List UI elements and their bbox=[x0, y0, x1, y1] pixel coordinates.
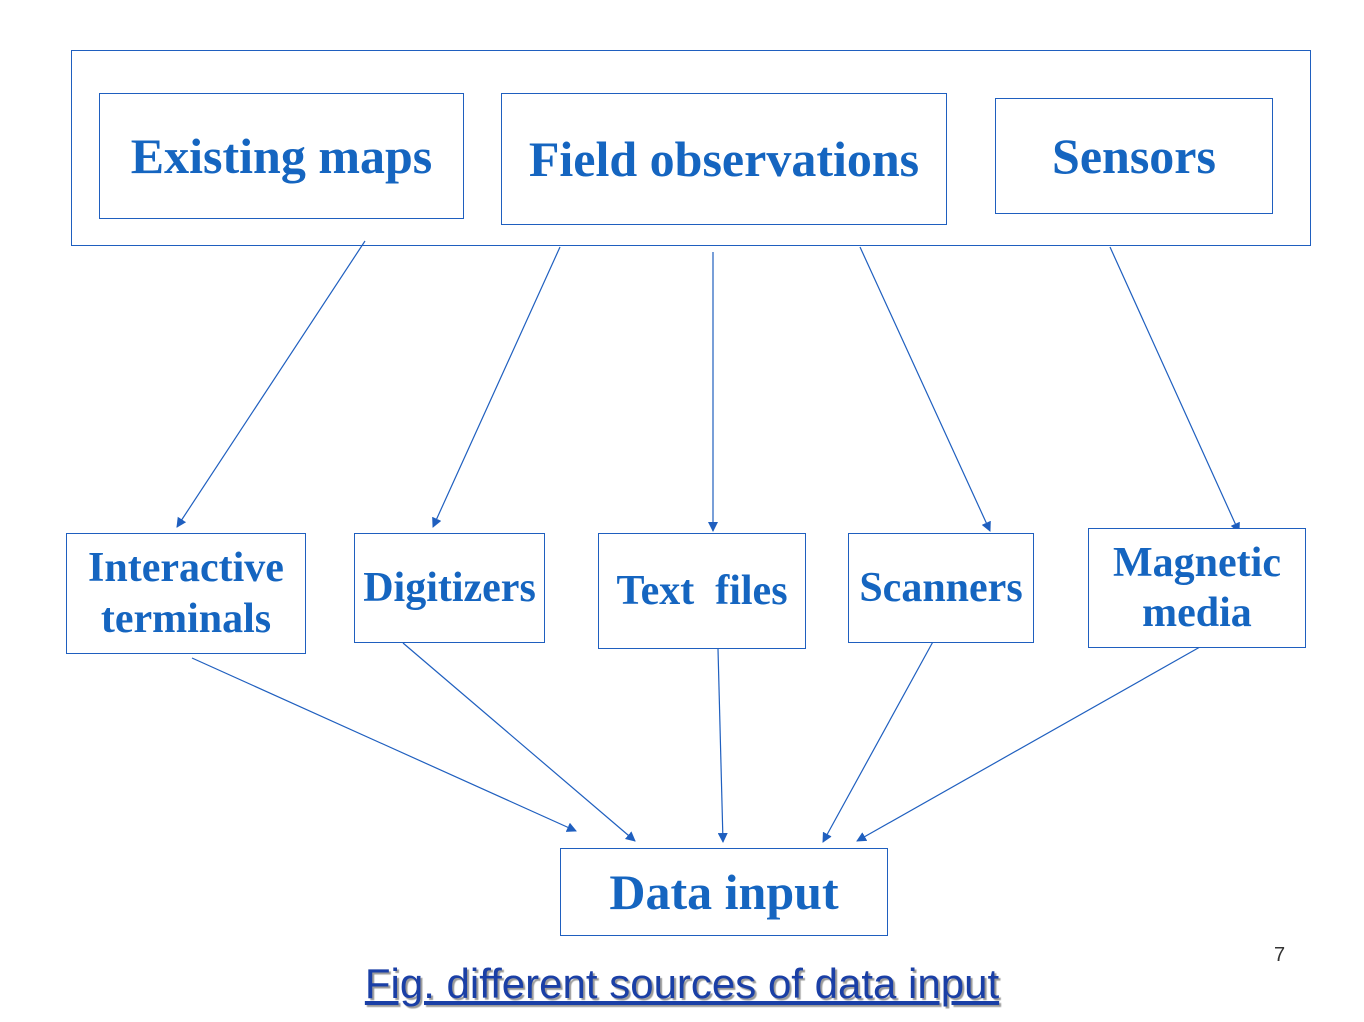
sources-group-frame bbox=[71, 50, 1311, 246]
data-input-box: Data input bbox=[560, 848, 888, 936]
interactive-terminals-box: Interactive terminals bbox=[66, 533, 306, 654]
data-input-label: Data input bbox=[609, 864, 839, 920]
text-files-box: Text files bbox=[598, 533, 806, 649]
arrow-text-files-to-data-input bbox=[717, 648, 728, 843]
arrow-existing-maps-to-interactive-terminals bbox=[176, 240, 366, 528]
arrow-sensors-to-magnetic-media bbox=[1109, 246, 1240, 533]
magnetic-media-label-line-2: media bbox=[1142, 590, 1252, 636]
magnetic-media-label-line-1: Magnetic bbox=[1113, 539, 1281, 586]
interactive-terminals-label-line-2: terminals bbox=[100, 595, 272, 642]
digitizers-box: Digitizers bbox=[354, 533, 545, 643]
field-observations-label: Field observations bbox=[528, 131, 920, 187]
interactive-terminals-label-line-1: Interactive bbox=[88, 545, 284, 592]
existing-maps-box: Existing maps bbox=[99, 93, 464, 219]
arrow-interactive-terminals-to-data-input bbox=[191, 657, 577, 832]
scanners-box: Scanners bbox=[848, 533, 1034, 643]
magnetic-media-box: Magnetic media bbox=[1088, 528, 1306, 648]
arrow-digitizers-to-data-input bbox=[402, 642, 636, 842]
arrow-field-observations-to-digitizers bbox=[432, 246, 561, 528]
sensors-label: Sensors bbox=[1052, 128, 1216, 184]
figure-caption: Fig. different sources of data input bbox=[364, 960, 1000, 1007]
text-files-label: Text files bbox=[616, 567, 788, 614]
field-observations-box: Field observations bbox=[501, 93, 947, 225]
arrow-magnetic-media-to-data-input bbox=[856, 642, 1208, 842]
sensors-box: Sensors bbox=[995, 98, 1273, 214]
arrow-field-observations-to-scanners bbox=[859, 246, 991, 532]
page-number: 7 bbox=[1274, 944, 1286, 966]
arrow-scanners-to-data-input bbox=[822, 637, 936, 843]
scanners-label: Scanners bbox=[859, 564, 1023, 611]
existing-maps-label: Existing maps bbox=[130, 128, 433, 184]
digitizers-label: Digitizers bbox=[363, 564, 536, 611]
